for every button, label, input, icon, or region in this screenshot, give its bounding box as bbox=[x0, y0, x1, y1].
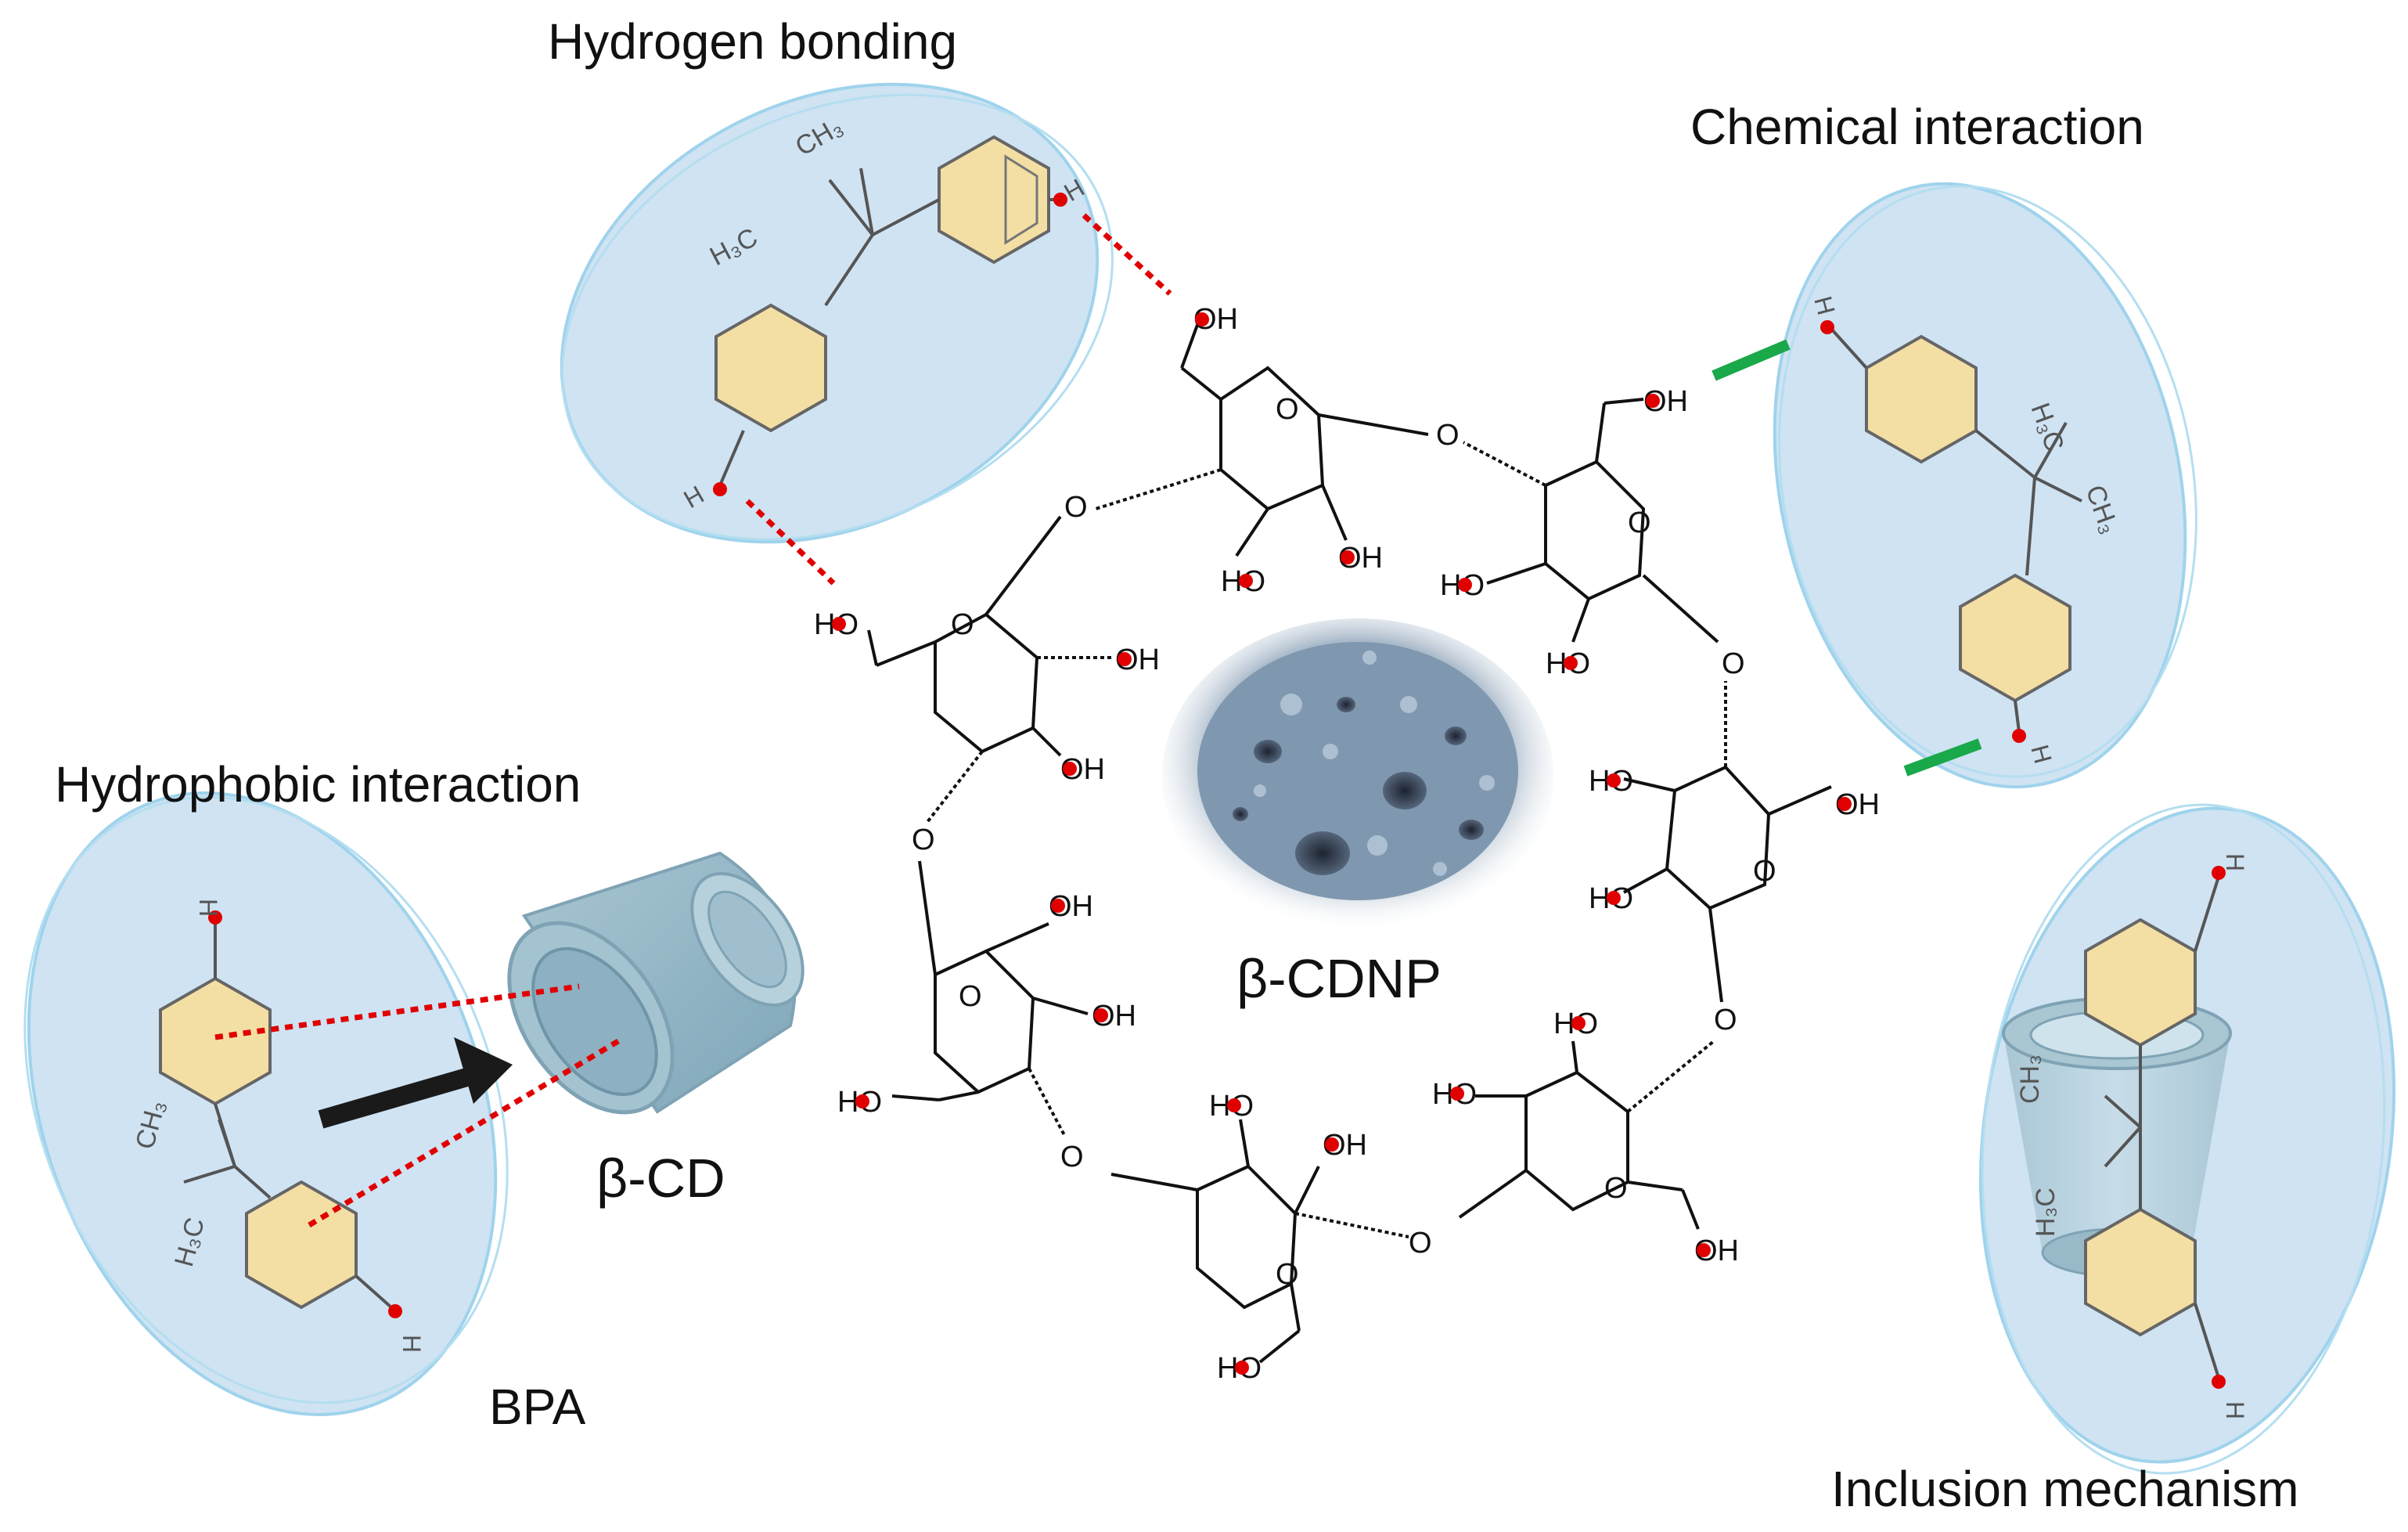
svg-text:O: O bbox=[1628, 506, 1651, 539]
svg-text:O: O bbox=[1722, 647, 1745, 680]
svg-text:O: O bbox=[1064, 491, 1088, 524]
label-hydrophobic-interaction: Hydrophobic interaction bbox=[55, 756, 581, 813]
svg-text:O: O bbox=[1604, 1172, 1628, 1205]
bpa-molecule-hp bbox=[159, 924, 393, 1310]
oxygen-dot bbox=[2212, 866, 2226, 880]
label-chemical-interaction: Chemical interaction bbox=[1690, 99, 2144, 155]
label-inclusion-mechanism: Inclusion mechanism bbox=[1831, 1461, 2299, 1517]
hydrophobic-contact-lines bbox=[214, 983, 620, 1228]
oxygen-dot bbox=[388, 1304, 402, 1318]
label-hydrogen-bonding: Hydrogen bonding bbox=[548, 13, 958, 70]
label-beta-cd: β-CD bbox=[596, 1148, 725, 1209]
svg-text:O: O bbox=[1409, 1227, 1432, 1260]
bpa-blob-chemical-interaction: H₃C CH₃ H H bbox=[1773, 182, 2197, 789]
svg-text:H₃C: H₃C bbox=[2031, 1188, 2061, 1237]
svg-text:O: O bbox=[951, 608, 974, 641]
oxygen-dot bbox=[2012, 729, 2026, 743]
bpa-blob-inclusion: CH₃ H₃C H H bbox=[1978, 803, 2396, 1475]
hydrogen-bond-lines bbox=[745, 213, 1172, 586]
approach-arrow bbox=[318, 1037, 513, 1129]
bpa-molecule-hb bbox=[714, 135, 1060, 486]
beta-cd-cone bbox=[507, 851, 804, 1115]
beta-cdnp-particle bbox=[1162, 618, 1553, 932]
label-beta-cdnp: β-CDNP bbox=[1236, 948, 1442, 1009]
svg-text:O: O bbox=[912, 824, 935, 856]
svg-text:O: O bbox=[1276, 1258, 1299, 1291]
svg-text:O: O bbox=[1714, 1004, 1737, 1036]
oxygen-dot bbox=[713, 482, 727, 496]
cyclodextrin-ring bbox=[867, 324, 1832, 1364]
svg-text:O: O bbox=[1276, 393, 1299, 426]
label-bpa: BPA bbox=[489, 1379, 586, 1435]
bpa-molecule-inc bbox=[2084, 876, 2220, 1379]
bpa-blob-hydrogen-bonding: CH₃ H₃C H H bbox=[560, 82, 1114, 544]
svg-text:H: H bbox=[2221, 1401, 2249, 1419]
svg-text:H: H bbox=[194, 899, 222, 917]
svg-text:O: O bbox=[959, 980, 982, 1013]
oxygen-dot bbox=[2212, 1375, 2226, 1389]
bpa-blob-hydrophobic: CH₃ H₃C H H bbox=[23, 791, 509, 1416]
chemical-bond-lines bbox=[1712, 339, 1982, 777]
svg-text:CH₃: CH₃ bbox=[2015, 1054, 2045, 1104]
ring-oxygen-dots bbox=[832, 312, 1852, 1375]
svg-text:H: H bbox=[398, 1335, 426, 1353]
svg-text:H: H bbox=[2221, 853, 2249, 871]
oxygen-dot bbox=[208, 910, 222, 925]
oxygen-dot bbox=[1053, 193, 1067, 207]
svg-text:O: O bbox=[1436, 419, 1460, 452]
oxygen-dot bbox=[1820, 320, 1834, 334]
svg-text:O: O bbox=[1753, 855, 1776, 888]
svg-text:O: O bbox=[1060, 1141, 1084, 1173]
bpa-molecule-ci bbox=[1830, 327, 2082, 733]
